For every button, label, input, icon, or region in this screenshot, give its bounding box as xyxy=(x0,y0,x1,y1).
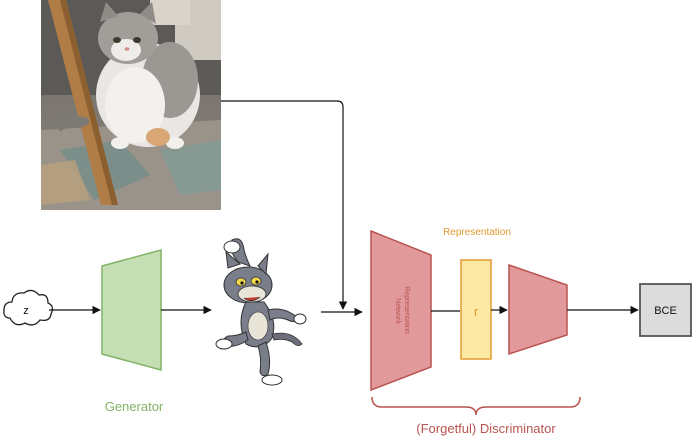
noise-cloud: z xyxy=(4,290,53,324)
representation-network-label-line1: Representation xyxy=(403,286,410,334)
generator-block xyxy=(102,250,161,370)
r-label: r xyxy=(474,304,479,319)
real-cat-photo xyxy=(41,0,221,210)
discriminator-label: (Forgetful) Discriminator xyxy=(416,421,556,436)
bce-label: BCE xyxy=(654,305,677,317)
discriminator-head-block xyxy=(509,265,567,354)
fake-cartoon-cat xyxy=(216,239,306,385)
representation-network-label-line2: Network xyxy=(394,298,401,324)
representation-title: Representation xyxy=(443,227,511,238)
noise-label: z xyxy=(23,305,29,317)
generator-label: Generator xyxy=(105,399,164,414)
discriminator-brace xyxy=(372,397,580,415)
